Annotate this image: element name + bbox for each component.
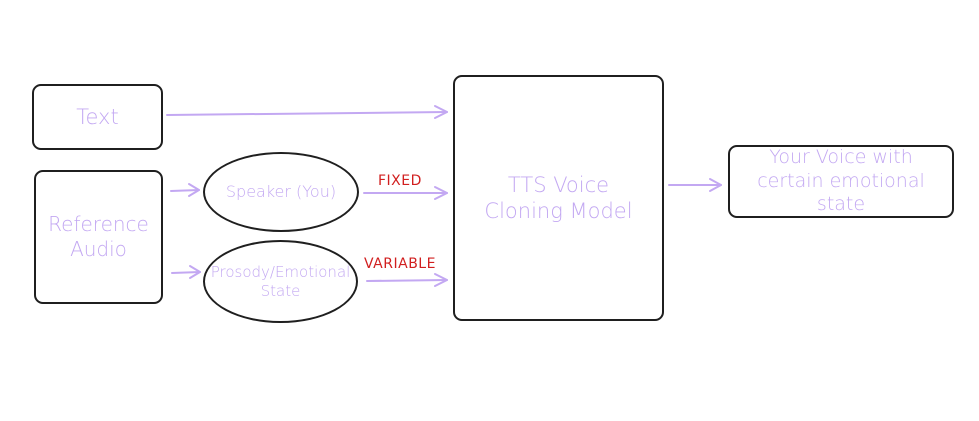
arrow-text-to-tts bbox=[166, 105, 448, 119]
speaker-oval: Speaker (You) bbox=[203, 152, 359, 232]
tts-model-label: TTS Voice Cloning Model bbox=[484, 172, 633, 223]
prosody-label: Prosody/Emotional State bbox=[210, 262, 351, 300]
arrow-tts-to-output bbox=[668, 178, 722, 192]
variable-edge-label: VARIABLE bbox=[364, 256, 436, 272]
output-box: Your Voice with certain emotional state bbox=[728, 145, 954, 218]
arrow-speaker-to-tts bbox=[363, 186, 448, 200]
tts-model-box: TTS Voice Cloning Model bbox=[453, 75, 664, 321]
prosody-oval: Prosody/Emotional State bbox=[203, 240, 358, 323]
text-input-box: Text bbox=[32, 84, 163, 150]
output-label: Your Voice with certain emotional state bbox=[757, 145, 925, 216]
fixed-edge-label: FIXED bbox=[378, 173, 422, 189]
arrow-prosody-to-tts bbox=[366, 273, 448, 287]
arrow-ref-to-prosody bbox=[171, 265, 201, 279]
text-input-label: Text bbox=[76, 104, 119, 129]
speaker-label: Speaker (You) bbox=[225, 182, 337, 201]
reference-audio-label: Reference Audio bbox=[48, 212, 149, 261]
reference-audio-box: Reference Audio bbox=[34, 170, 163, 304]
arrow-ref-to-speaker bbox=[170, 183, 200, 197]
